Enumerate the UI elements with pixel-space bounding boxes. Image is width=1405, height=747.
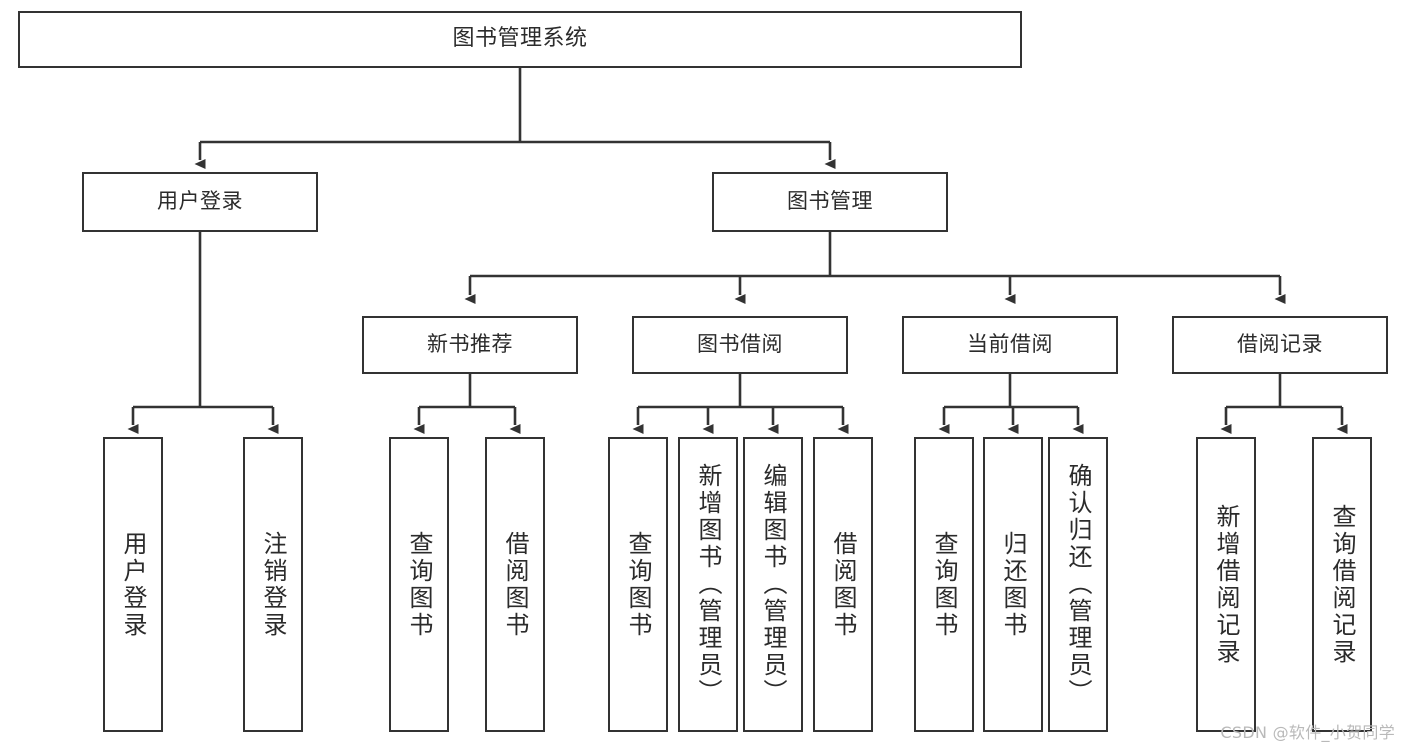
node-borrow-record[interactable]: 借阅记录: [1172, 316, 1388, 374]
leaf-borrow-book[interactable]: 借阅图书: [813, 437, 873, 732]
node-label: 编辑图书（管理员）: [759, 463, 787, 706]
node-label: 用户登录: [157, 189, 243, 214]
node-root-system[interactable]: 图书管理系统: [18, 11, 1022, 68]
node-label: 当前借阅: [967, 332, 1053, 357]
leaf-query-book-current[interactable]: 查询图书: [914, 437, 974, 732]
watermark-text: CSDN @软件_小贺同学: [1220, 723, 1395, 742]
node-label: 查询借阅记录: [1328, 503, 1356, 666]
node-label: 归还图书: [999, 530, 1027, 639]
leaf-logout-login[interactable]: 注销登录: [243, 437, 303, 732]
node-label: 查询图书: [405, 530, 433, 639]
node-label: 图书管理: [787, 189, 873, 214]
node-label: 注销登录: [259, 530, 287, 639]
node-label: 新增借阅记录: [1212, 503, 1240, 666]
leaf-confirm-return[interactable]: 确认归还（管理员）: [1048, 437, 1108, 732]
node-label: 借阅图书: [829, 530, 857, 639]
node-new-book-recommend[interactable]: 新书推荐: [362, 316, 578, 374]
leaf-query-book-borrow[interactable]: 查询图书: [608, 437, 668, 732]
node-label: 查询图书: [624, 530, 652, 639]
node-label: 图书管理系统: [452, 26, 588, 52]
leaf-add-borrow-record[interactable]: 新增借阅记录: [1196, 437, 1256, 732]
leaf-edit-book[interactable]: 编辑图书（管理员）: [743, 437, 803, 732]
node-label: 新书推荐: [427, 332, 513, 357]
node-label: 借阅记录: [1237, 332, 1323, 357]
leaf-user-login[interactable]: 用户登录: [103, 437, 163, 732]
node-label: 用户登录: [119, 530, 147, 639]
node-book-management[interactable]: 图书管理: [712, 172, 948, 232]
leaf-query-book-recommend[interactable]: 查询图书: [389, 437, 449, 732]
node-book-borrow[interactable]: 图书借阅: [632, 316, 848, 374]
node-user-login[interactable]: 用户登录: [82, 172, 318, 232]
leaf-query-borrow-record[interactable]: 查询借阅记录: [1312, 437, 1372, 732]
node-label: 图书借阅: [697, 332, 783, 357]
node-label: 借阅图书: [501, 530, 529, 639]
node-label: 确认归还（管理员）: [1064, 463, 1092, 706]
leaf-add-book[interactable]: 新增图书（管理员）: [678, 437, 738, 732]
node-label: 新增图书（管理员）: [694, 463, 722, 706]
leaf-borrow-book-recommend[interactable]: 借阅图书: [485, 437, 545, 732]
leaf-return-book[interactable]: 归还图书: [983, 437, 1043, 732]
node-label: 查询图书: [930, 530, 958, 639]
node-current-borrow[interactable]: 当前借阅: [902, 316, 1118, 374]
